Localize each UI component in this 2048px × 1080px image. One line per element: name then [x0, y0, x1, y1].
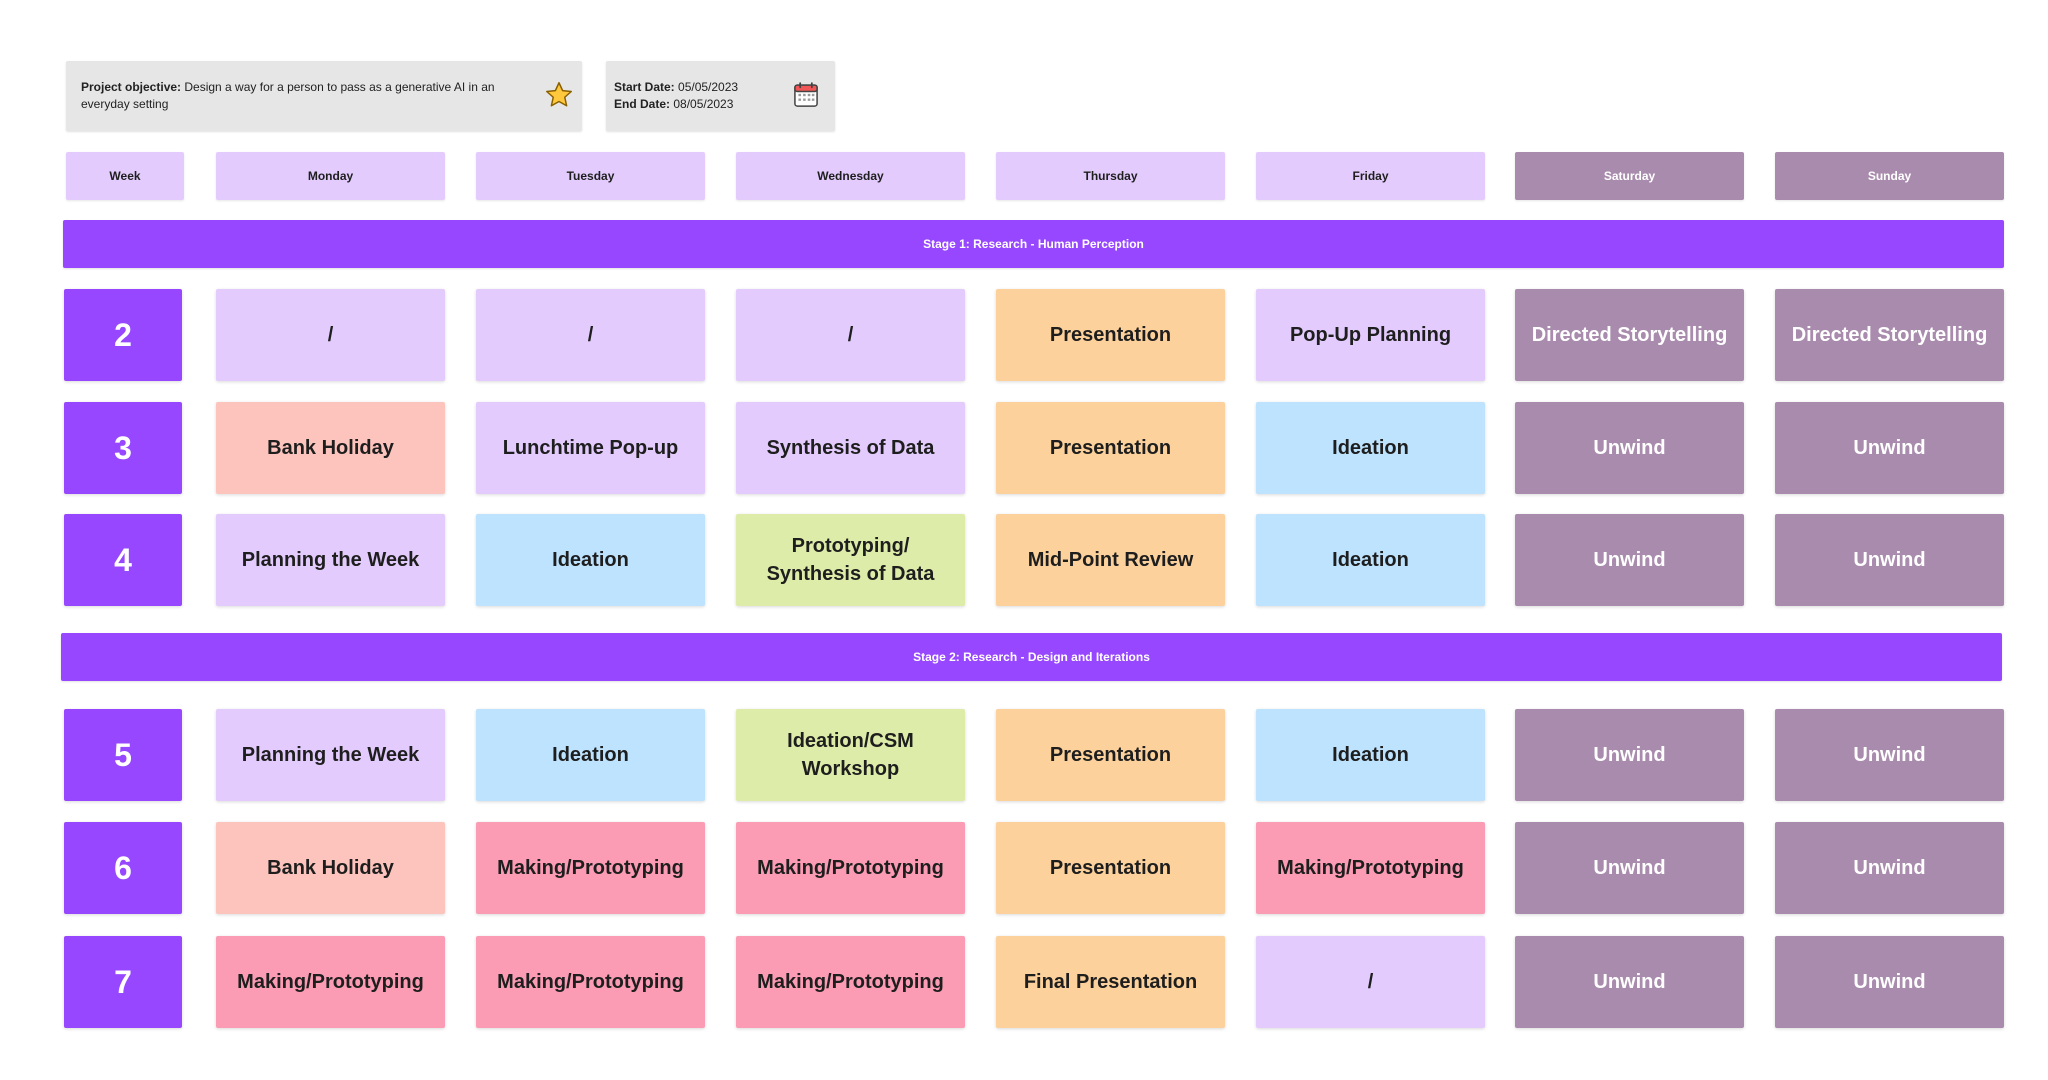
task-cell-week2-saturday[interactable]: Directed Storytelling	[1515, 289, 1744, 381]
task-cell-week3-wednesday[interactable]: Synthesis of Data	[736, 402, 965, 494]
task-cell-week5-tuesday[interactable]: Ideation	[476, 709, 705, 801]
task-cell-week5-wednesday[interactable]: Ideation/CSM Workshop	[736, 709, 965, 801]
task-cell-week6-monday[interactable]: Bank Holiday	[216, 822, 445, 914]
task-cell-week7-monday[interactable]: Making/Prototyping	[216, 936, 445, 1028]
task-cell-week3-sunday[interactable]: Unwind	[1775, 402, 2004, 494]
task-cell-week6-sunday[interactable]: Unwind	[1775, 822, 2004, 914]
task-cell-week4-monday[interactable]: Planning the Week	[216, 514, 445, 606]
task-cell-week6-saturday[interactable]: Unwind	[1515, 822, 1744, 914]
star-icon	[543, 79, 575, 111]
task-cell-week5-monday[interactable]: Planning the Week	[216, 709, 445, 801]
week-number-7: 7	[64, 936, 182, 1028]
task-cell-week3-tuesday[interactable]: Lunchtime Pop-up	[476, 402, 705, 494]
task-cell-week4-wednesday[interactable]: Prototyping/ Synthesis of Data	[736, 514, 965, 606]
task-cell-week5-thursday[interactable]: Presentation	[996, 709, 1225, 801]
objective-label: Project objective:	[81, 80, 182, 94]
task-cell-week7-sunday[interactable]: Unwind	[1775, 936, 2004, 1028]
task-cell-week3-saturday[interactable]: Unwind	[1515, 402, 1744, 494]
task-cell-week7-tuesday[interactable]: Making/Prototyping	[476, 936, 705, 1028]
task-cell-week5-friday[interactable]: Ideation	[1256, 709, 1485, 801]
task-cell-week6-tuesday[interactable]: Making/Prototyping	[476, 822, 705, 914]
task-cell-week4-thursday[interactable]: Mid-Point Review	[996, 514, 1225, 606]
task-cell-week7-thursday[interactable]: Final Presentation	[996, 936, 1225, 1028]
calendar-icon	[790, 79, 822, 111]
week-number-3: 3	[64, 402, 182, 494]
header-monday: Monday	[216, 152, 445, 200]
start-date-label: Start Date:	[614, 80, 675, 94]
stage-1-banner: Stage 1: Research - Human Perception	[63, 220, 2004, 268]
task-cell-week2-wednesday[interactable]: /	[736, 289, 965, 381]
task-cell-week3-monday[interactable]: Bank Holiday	[216, 402, 445, 494]
task-cell-week3-thursday[interactable]: Presentation	[996, 402, 1225, 494]
task-cell-week7-saturday[interactable]: Unwind	[1515, 936, 1744, 1028]
objective-description: Design a way for a person to pass as a g…	[81, 80, 495, 111]
task-cell-week4-tuesday[interactable]: Ideation	[476, 514, 705, 606]
header-friday: Friday	[1256, 152, 1485, 200]
week-number-2: 2	[64, 289, 182, 381]
task-cell-week6-wednesday[interactable]: Making/Prototyping	[736, 822, 965, 914]
start-date: Start Date: 05/05/2023	[614, 79, 738, 96]
task-cell-week6-thursday[interactable]: Presentation	[996, 822, 1225, 914]
header-tuesday: Tuesday	[476, 152, 705, 200]
end-date: End Date: 08/05/2023	[614, 96, 733, 113]
task-cell-week7-wednesday[interactable]: Making/Prototyping	[736, 936, 965, 1028]
week-number-4: 4	[64, 514, 182, 606]
task-cell-week5-saturday[interactable]: Unwind	[1515, 709, 1744, 801]
task-cell-week2-thursday[interactable]: Presentation	[996, 289, 1225, 381]
task-cell-week3-friday[interactable]: Ideation	[1256, 402, 1485, 494]
header-thursday: Thursday	[996, 152, 1225, 200]
header-wednesday: Wednesday	[736, 152, 965, 200]
task-cell-week4-friday[interactable]: Ideation	[1256, 514, 1485, 606]
task-cell-week7-friday[interactable]: /	[1256, 936, 1485, 1028]
end-date-label: End Date:	[614, 97, 671, 111]
header-sunday: Sunday	[1775, 152, 2004, 200]
header-week: Week	[66, 152, 184, 200]
start-date-value: 05/05/2023	[674, 80, 739, 94]
objective-text: Project objective: Design a way for a pe…	[81, 79, 531, 113]
task-cell-week4-saturday[interactable]: Unwind	[1515, 514, 1744, 606]
week-number-5: 5	[64, 709, 182, 801]
stage-2-banner: Stage 2: Research - Design and Iteration…	[61, 633, 2002, 681]
dates-card: Start Date: 05/05/2023 End Date: 08/05/2…	[606, 61, 835, 131]
header-saturday: Saturday	[1515, 152, 1744, 200]
end-date-value: 08/05/2023	[670, 97, 734, 111]
task-cell-week2-sunday[interactable]: Directed Storytelling	[1775, 289, 2004, 381]
task-cell-week6-friday[interactable]: Making/Prototyping	[1256, 822, 1485, 914]
task-cell-week2-tuesday[interactable]: /	[476, 289, 705, 381]
task-cell-week2-friday[interactable]: Pop-Up Planning	[1256, 289, 1485, 381]
objective-card: Project objective: Design a way for a pe…	[66, 61, 582, 131]
task-cell-week5-sunday[interactable]: Unwind	[1775, 709, 2004, 801]
task-cell-week2-monday[interactable]: /	[216, 289, 445, 381]
task-cell-week4-sunday[interactable]: Unwind	[1775, 514, 2004, 606]
week-number-6: 6	[64, 822, 182, 914]
